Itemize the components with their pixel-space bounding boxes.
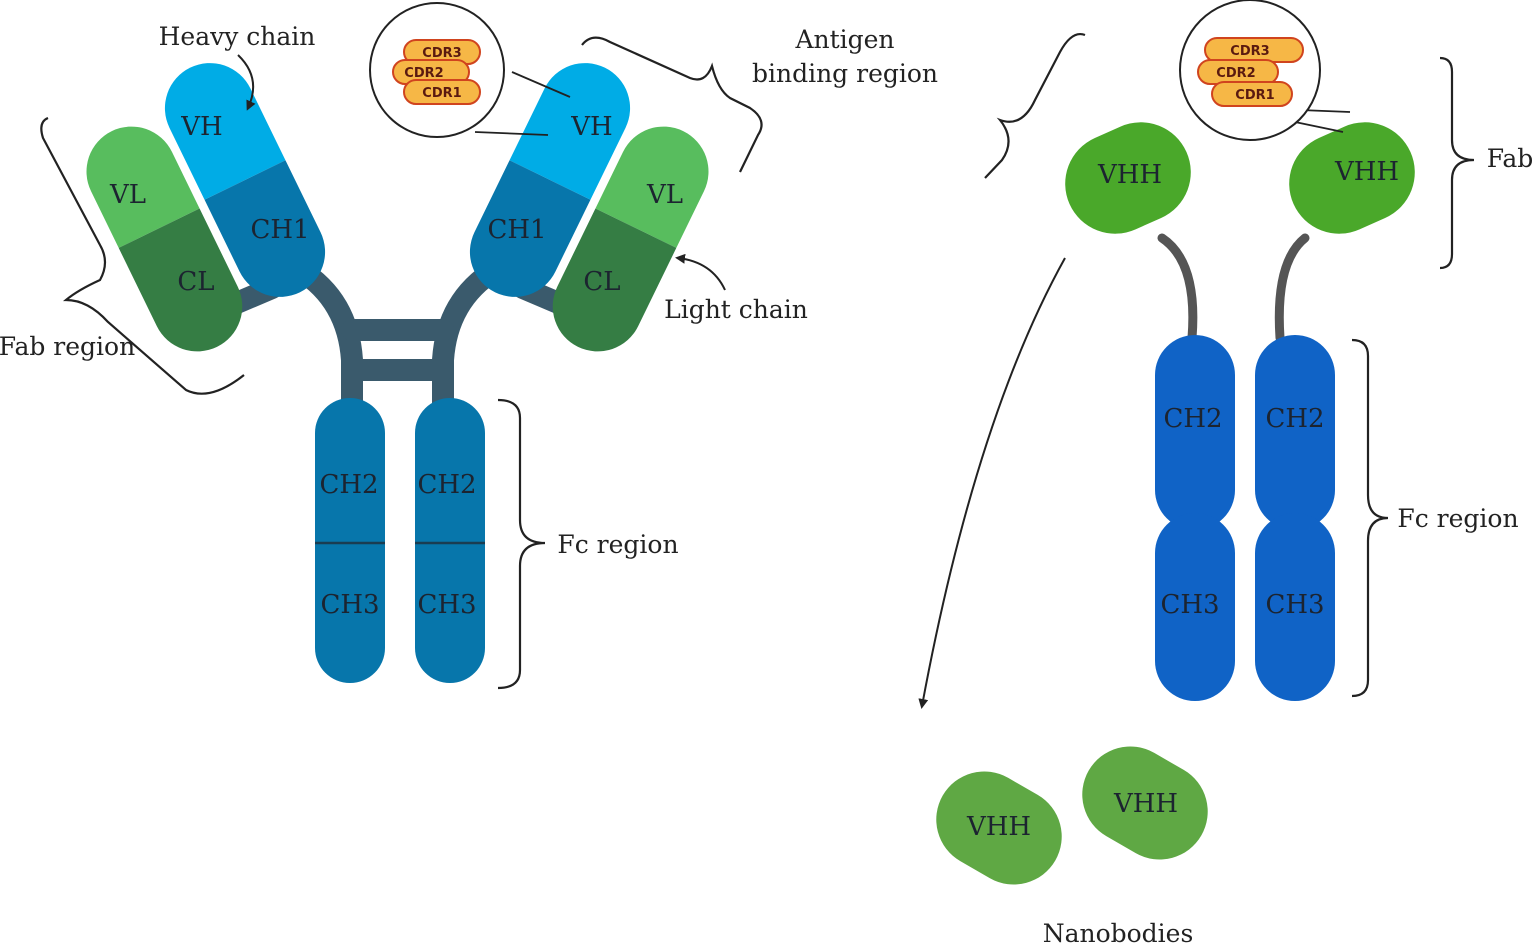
right-vl-label: VL	[646, 180, 683, 210]
right-vh-domain	[509, 63, 631, 200]
vhh-linkers	[1157, 233, 1310, 343]
antigen-binding-label-line2: binding region	[752, 59, 938, 88]
fab-region-bracket	[40, 116, 245, 395]
camelid-fc-region-label: Fc region	[1397, 504, 1518, 533]
left-vl-domain	[86, 126, 200, 248]
fab-region-label: Fab region	[0, 332, 135, 361]
left-heavy-chain-fab	[164, 63, 326, 297]
right-fc-chain	[415, 398, 485, 683]
right-cl-label: CL	[583, 267, 620, 297]
right-vhh-domain	[1289, 122, 1415, 234]
cdr1-label: CDR1	[422, 86, 461, 101]
right-vhh-label: VHH	[1334, 157, 1399, 187]
right-light-chain	[552, 126, 709, 352]
light-chain-label: Light chain	[664, 295, 808, 324]
nanobody-2-label: VHH	[1113, 789, 1178, 819]
nanobody-arrow-icon	[918, 257, 1066, 709]
left-vhh-label: VHH	[1097, 160, 1162, 190]
light-chain-arrow-icon	[675, 253, 726, 291]
left-ch2-label: CH2	[319, 470, 378, 500]
cdr-zoom-right: CDR3 CDR2 CDR1	[1179, 0, 1351, 141]
nanobody-1	[936, 771, 1062, 885]
right-camelid-ch2	[1255, 335, 1335, 530]
nanobody-2	[1082, 746, 1208, 860]
camelid-right-ch3-label: CH3	[1265, 590, 1324, 620]
antigen-binding-label-line1: Antigen	[794, 25, 894, 54]
right-heavy-chain-fab	[469, 63, 631, 297]
left-cl-domain	[118, 208, 243, 352]
left-ch1-label: CH1	[250, 215, 309, 245]
cdr1-label: CDR1	[1235, 88, 1274, 103]
cdr3-label: CDR3	[422, 46, 461, 61]
right-camelid-ch3	[1255, 513, 1335, 701]
heavy-chain-label: Heavy chain	[159, 22, 316, 51]
left-camelid-ch2	[1155, 335, 1235, 530]
left-light-chain	[86, 126, 243, 352]
camelid-right-ch2-label: CH2	[1265, 404, 1324, 434]
fc-region-bracket	[497, 398, 546, 690]
left-camelid-ch3	[1155, 513, 1235, 701]
nanobodies-label: Nanobodies	[1043, 919, 1194, 946]
left-cl-label: CL	[177, 267, 214, 297]
camelid-left-ch2-label: CH2	[1163, 404, 1222, 434]
cdr1-pill	[403, 79, 481, 105]
right-ch1-domain	[469, 160, 591, 297]
cdr1-pill	[1211, 81, 1293, 107]
left-fc-chain	[315, 398, 385, 683]
right-vl-domain	[595, 126, 709, 248]
cdr2-label: CDR2	[1216, 66, 1255, 81]
fc-region-label: Fc region	[557, 530, 678, 559]
left-ch3-label: CH3	[320, 590, 379, 620]
right-ch2-label: CH2	[417, 470, 476, 500]
right-ch1-label: CH1	[487, 215, 546, 245]
camelid-fc-bracket	[1351, 338, 1389, 698]
right-ch3-label: CH3	[417, 590, 476, 620]
cdr3-label: CDR3	[1230, 44, 1269, 59]
fab-label: Fab	[1487, 144, 1534, 173]
cdr2-label: CDR2	[404, 66, 443, 81]
right-vh-label: VH	[570, 112, 612, 142]
antigen-binding-bracket	[581, 36, 763, 173]
left-vh-label: VH	[180, 112, 222, 142]
nanobody-1-label: VHH	[966, 812, 1031, 842]
left-vl-label: VL	[109, 180, 146, 210]
heavy-chain-arrow-icon	[237, 54, 256, 111]
left-vhh-domain	[1065, 122, 1191, 234]
cdr-zoom-left: CDR3 CDR2 CDR1	[369, 2, 571, 138]
left-ch1-domain	[204, 160, 326, 297]
left-vh-domain	[164, 63, 286, 200]
vhh-binding-bracket	[984, 33, 1086, 179]
camelid-left-ch3-label: CH3	[1160, 590, 1219, 620]
right-cl-domain	[552, 208, 677, 352]
fab-bracket	[1439, 56, 1475, 270]
